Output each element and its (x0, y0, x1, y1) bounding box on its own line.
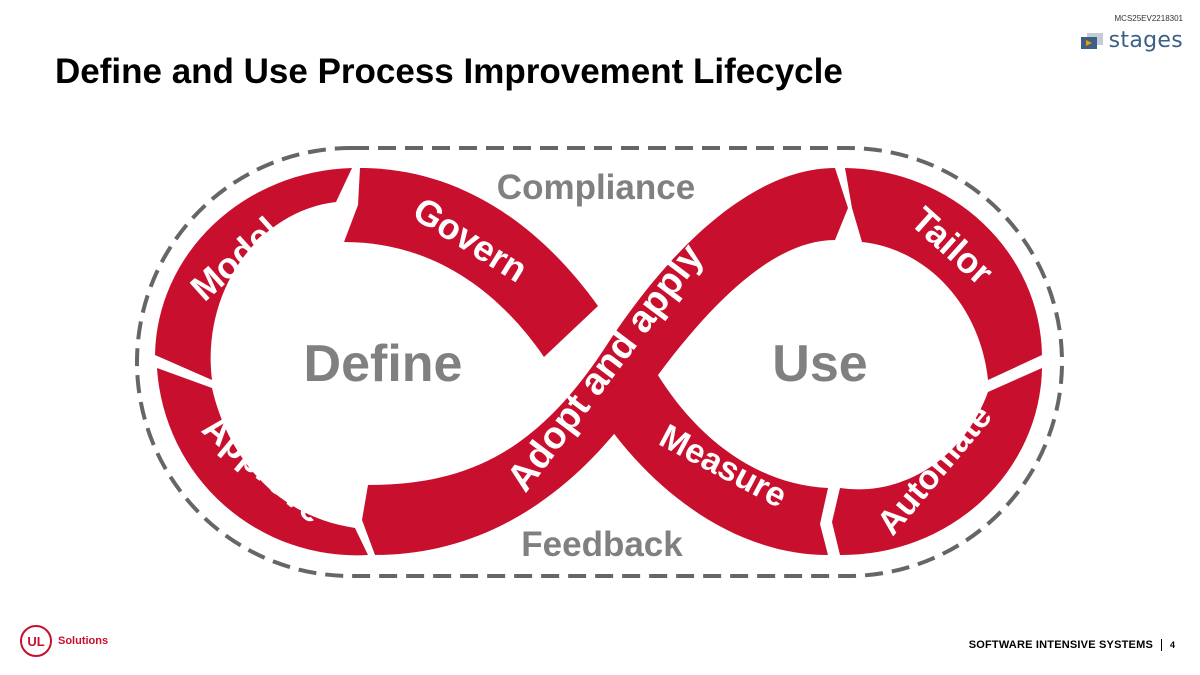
outer-dashed-boundary (135, 146, 1064, 578)
segment-automate (832, 368, 1042, 556)
segment-govern (344, 168, 598, 357)
center-band (362, 168, 848, 555)
segment-measure (606, 372, 828, 555)
page-number: 4 (1169, 640, 1175, 650)
ul-solutions-logo: UL Solutions (20, 625, 108, 657)
segment-tailor (845, 168, 1042, 380)
segment-model (155, 168, 352, 380)
stages-logo: stages (1080, 28, 1183, 53)
footer-org-name: SOFTWARE INTENSIVE SYSTEMS (968, 639, 1153, 651)
use-label: Use (772, 335, 867, 393)
ul-logo-text: Solutions (58, 635, 109, 647)
footer-info: SOFTWARE INTENSIVE SYSTEMS 4 (969, 639, 1175, 651)
document-code: MCS25EV2218301 (1114, 14, 1184, 23)
segment-approve (157, 368, 368, 556)
footer-separator (1160, 639, 1162, 651)
stages-logo-icon (1080, 33, 1103, 49)
feedback-label: Feedback (521, 525, 683, 564)
stages-logo-text: stages (1108, 28, 1183, 53)
compliance-label: Compliance (497, 168, 695, 207)
define-label: Define (304, 335, 463, 393)
page-title: Define and Use Process Improvement Lifec… (55, 52, 843, 91)
ul-logo-icon: UL (20, 625, 52, 657)
